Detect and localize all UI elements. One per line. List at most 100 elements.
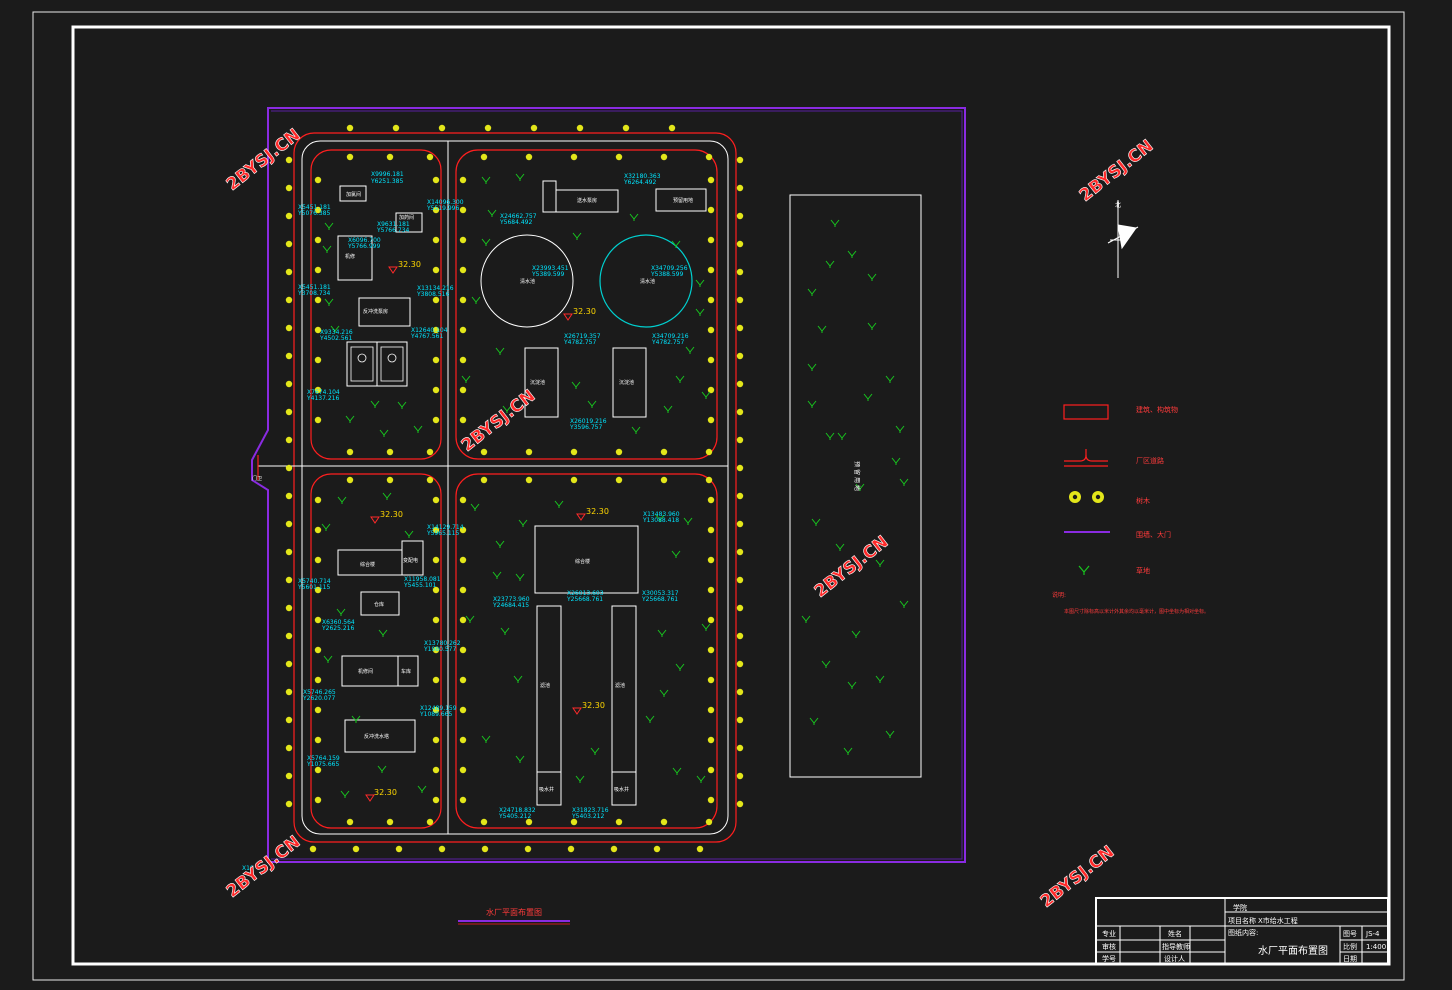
tree bbox=[426, 476, 434, 484]
grass-mark bbox=[337, 496, 347, 504]
coord: Y5601.115 bbox=[297, 584, 330, 591]
tb-row1-a: 专业 bbox=[1102, 929, 1116, 938]
tree bbox=[314, 236, 322, 244]
tree bbox=[459, 206, 467, 214]
tree bbox=[736, 212, 744, 220]
grass-mark bbox=[500, 627, 510, 635]
grass-mark bbox=[481, 238, 491, 246]
grass-mark bbox=[683, 517, 693, 525]
grass-mark bbox=[324, 298, 334, 306]
tree bbox=[459, 796, 467, 804]
grass-mark bbox=[554, 500, 564, 508]
grass-mark bbox=[340, 790, 350, 798]
tree bbox=[736, 548, 744, 556]
grass-mark bbox=[345, 415, 355, 423]
coord: Y2625.216 bbox=[321, 625, 354, 632]
tb-drawing-no-label: 图号 bbox=[1343, 930, 1357, 938]
tree bbox=[707, 356, 715, 364]
tree bbox=[285, 324, 293, 332]
label-b3: 机修 bbox=[345, 253, 355, 260]
grass-mark bbox=[471, 296, 481, 304]
tree bbox=[314, 556, 322, 564]
building bbox=[612, 347, 647, 418]
coord: X5451.181 bbox=[298, 284, 331, 291]
coord: X13483.960 bbox=[643, 511, 680, 518]
tree bbox=[432, 266, 440, 274]
grass-mark bbox=[899, 478, 909, 486]
tree bbox=[285, 268, 293, 276]
coord: X13780.262 bbox=[424, 640, 461, 647]
tree bbox=[707, 326, 715, 334]
grass-mark bbox=[322, 245, 332, 253]
outer-frame bbox=[32, 11, 1405, 981]
coord: Y13088.418 bbox=[642, 517, 679, 524]
coord: X7674.104 bbox=[307, 389, 340, 396]
coord: X34709.216 bbox=[652, 333, 689, 340]
tree bbox=[432, 176, 440, 184]
tree bbox=[705, 153, 713, 161]
coord: X10 bbox=[242, 865, 254, 872]
grass-mark bbox=[495, 540, 505, 548]
tree bbox=[660, 153, 668, 161]
tree bbox=[285, 632, 293, 640]
grass-mark bbox=[655, 514, 665, 522]
watermark: 2BYSJ.CN bbox=[1037, 842, 1119, 912]
grass-mark bbox=[895, 425, 905, 433]
coord: X26013.603 bbox=[567, 590, 604, 597]
label-b10: 变配电 bbox=[403, 557, 418, 564]
building bbox=[358, 297, 411, 327]
coord: X12489.159 bbox=[420, 705, 457, 712]
tree bbox=[392, 124, 400, 132]
tree bbox=[736, 492, 744, 500]
grass-mark bbox=[324, 222, 334, 230]
tree bbox=[432, 206, 440, 214]
grass-mark bbox=[492, 571, 502, 579]
tree bbox=[314, 496, 322, 504]
tb-row1-b: 姓名 bbox=[1168, 929, 1182, 938]
tb-project-label: 项目名称 bbox=[1228, 916, 1256, 925]
grass-mark bbox=[821, 660, 831, 668]
tree bbox=[438, 124, 446, 132]
tree bbox=[736, 604, 744, 612]
grass-mark bbox=[645, 715, 655, 723]
grass-mark bbox=[807, 288, 817, 296]
tree bbox=[432, 296, 440, 304]
elev-3: 32.30 bbox=[380, 510, 403, 519]
coord: Y5965.115 bbox=[426, 530, 459, 537]
coord: Y4767.561 bbox=[410, 333, 443, 340]
coord: Y6264.492 bbox=[623, 179, 656, 186]
elev-mark bbox=[576, 513, 586, 521]
tree bbox=[459, 616, 467, 624]
grass-mark bbox=[465, 615, 475, 623]
coord: Y6251.385 bbox=[370, 178, 403, 185]
tree bbox=[736, 520, 744, 528]
tree bbox=[736, 464, 744, 472]
tree bbox=[314, 766, 322, 774]
tree bbox=[707, 796, 715, 804]
tree bbox=[285, 716, 293, 724]
tree bbox=[576, 124, 584, 132]
tree bbox=[285, 184, 293, 192]
tree bbox=[570, 448, 578, 456]
label-b5: 综合楼 bbox=[575, 558, 590, 565]
tree bbox=[736, 772, 744, 780]
elev-mark bbox=[572, 707, 582, 715]
tree bbox=[459, 586, 467, 594]
tree bbox=[459, 526, 467, 534]
tree bbox=[352, 845, 360, 853]
tree bbox=[736, 324, 744, 332]
coord: X9631.181 bbox=[377, 221, 410, 228]
grass-mark bbox=[672, 767, 682, 775]
grass-mark bbox=[847, 250, 857, 258]
tree bbox=[426, 153, 434, 161]
tree bbox=[615, 476, 623, 484]
label-b8: 吸水井 bbox=[539, 786, 554, 793]
tree bbox=[314, 296, 322, 304]
tree bbox=[432, 646, 440, 654]
tree bbox=[459, 766, 467, 774]
coord: X5746.265 bbox=[303, 689, 336, 696]
tree bbox=[705, 448, 713, 456]
tree bbox=[736, 716, 744, 724]
grass-mark bbox=[571, 381, 581, 389]
coord: X14129.714 bbox=[427, 524, 464, 531]
